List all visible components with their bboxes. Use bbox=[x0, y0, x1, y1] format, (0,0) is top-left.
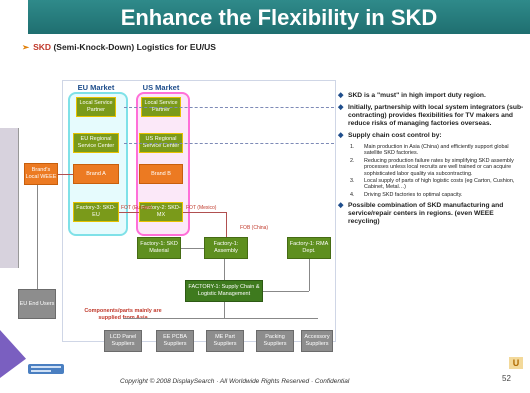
connector-assembly-vertical bbox=[226, 212, 227, 237]
arrow-bullet-icon: ➢ bbox=[22, 42, 30, 52]
slide-title: Enhance the Flexibility in SKD bbox=[120, 5, 438, 30]
connector-rma-vertical bbox=[309, 259, 310, 291]
diamond-bullet-icon: ◆ bbox=[338, 92, 344, 99]
connector-brand-line bbox=[58, 174, 73, 175]
corner-u-badge: U bbox=[509, 357, 523, 369]
fob-china-label: FOB (China) bbox=[240, 225, 269, 231]
eu-local-service-partner: Local Service Partner bbox=[76, 97, 116, 117]
diagram-frame bbox=[62, 80, 336, 342]
subtitle-rest: (Semi-Knock-Down) Logistics for EU/US bbox=[53, 42, 216, 52]
eu-end-users: EU End Users bbox=[18, 289, 56, 319]
left-cropped-wedge bbox=[0, 330, 26, 378]
connector-top-dashed bbox=[124, 107, 334, 108]
connector-assembly-line bbox=[183, 212, 226, 213]
brands-local-weee: Brand's Local WEEE bbox=[24, 163, 58, 185]
sub-bullet-item: 3.Local supply of parts of high logistic… bbox=[350, 178, 515, 191]
fot-europe-label: FOT (Europe) bbox=[121, 205, 152, 211]
bullet-item: ◆Possible combination of SKD manufacturi… bbox=[338, 202, 504, 226]
diamond-bullet-icon: ◆ bbox=[338, 132, 344, 139]
subtitle-skd: SKD bbox=[33, 42, 52, 52]
left-cropped-chart bbox=[0, 128, 19, 268]
factory2-skd-mx: Factory-2: SKD-MX bbox=[139, 202, 183, 222]
connector-factory-row bbox=[181, 248, 204, 249]
sub-bullet-item: 2.Reducing production failure rates by s… bbox=[350, 157, 514, 177]
supplier-lcd-panel: LCD Panel Suppliers bbox=[104, 330, 142, 352]
diamond-bullet-icon: ◆ bbox=[338, 202, 344, 210]
connector-chain-vertical bbox=[224, 259, 225, 280]
displaysearch-logo bbox=[28, 362, 64, 376]
bullet-item: ◆SKD is a "must" in high import duty reg… bbox=[338, 92, 486, 99]
supplier-ee-pcba: EE PCBA Suppliers bbox=[156, 330, 194, 352]
eu-market-label: EU Market bbox=[77, 83, 115, 92]
connector-mid-dashed bbox=[124, 143, 334, 144]
connector-rma-line bbox=[263, 291, 309, 292]
brand-a-box: Brand A bbox=[73, 164, 119, 184]
bullet-list: ◆SKD is a "must" in high import duty reg… bbox=[338, 92, 526, 230]
supplier-packing: Packing Suppliers bbox=[256, 330, 294, 352]
connector-supplier-bus bbox=[123, 318, 318, 319]
connector-fot-line bbox=[119, 212, 139, 213]
slide-subtitle: ➢SKD (Semi-Knock-Down) Logistics for EU/… bbox=[22, 42, 216, 53]
copyright-footer: Copyright © 2008 DisplaySearch · All Wor… bbox=[120, 378, 350, 385]
factory1-assembly: Factory-1: Assembly bbox=[204, 237, 248, 259]
factory1-rma-dept: Factory-1: RMA Dept. bbox=[287, 237, 331, 259]
bullet-item: ◆Supply chain cost control by: bbox=[338, 132, 442, 139]
factory3-skd-eu: Factory-3: SKD-EU bbox=[73, 202, 119, 222]
factory1-skd-material: Factory-1: SKD Material bbox=[137, 237, 181, 259]
bullet-item: ◆Initially, partnership with local syste… bbox=[338, 104, 524, 127]
sub-bullet-item: 1.Main production in Asia (China) and ef… bbox=[350, 144, 509, 157]
components-note: Components/parts mainly are supplied fro… bbox=[84, 308, 162, 321]
factory1-supply-chain: FACTORY-1: Supply Chain & Logistic Manag… bbox=[185, 280, 263, 302]
fot-mexico-label: FOT (Mexico) bbox=[186, 205, 217, 211]
sub-bullet-item: 4.Driving SKD factories to optimal capac… bbox=[350, 191, 463, 198]
supplier-accessory: Accessory Suppliers bbox=[301, 330, 333, 352]
connector-supplier-vertical bbox=[224, 302, 225, 318]
eu-regional-service-center: EU Regional Service Center bbox=[73, 133, 119, 153]
us-market-label: US Market bbox=[142, 83, 180, 92]
title-bar bbox=[28, 0, 530, 34]
page-number: 52 bbox=[502, 374, 511, 383]
diamond-bullet-icon: ◆ bbox=[338, 104, 344, 111]
brand-b-box: Brand B bbox=[139, 164, 183, 184]
connector-eu-users bbox=[37, 185, 38, 289]
supplier-me-part: ME Part Suppliers bbox=[206, 330, 244, 352]
